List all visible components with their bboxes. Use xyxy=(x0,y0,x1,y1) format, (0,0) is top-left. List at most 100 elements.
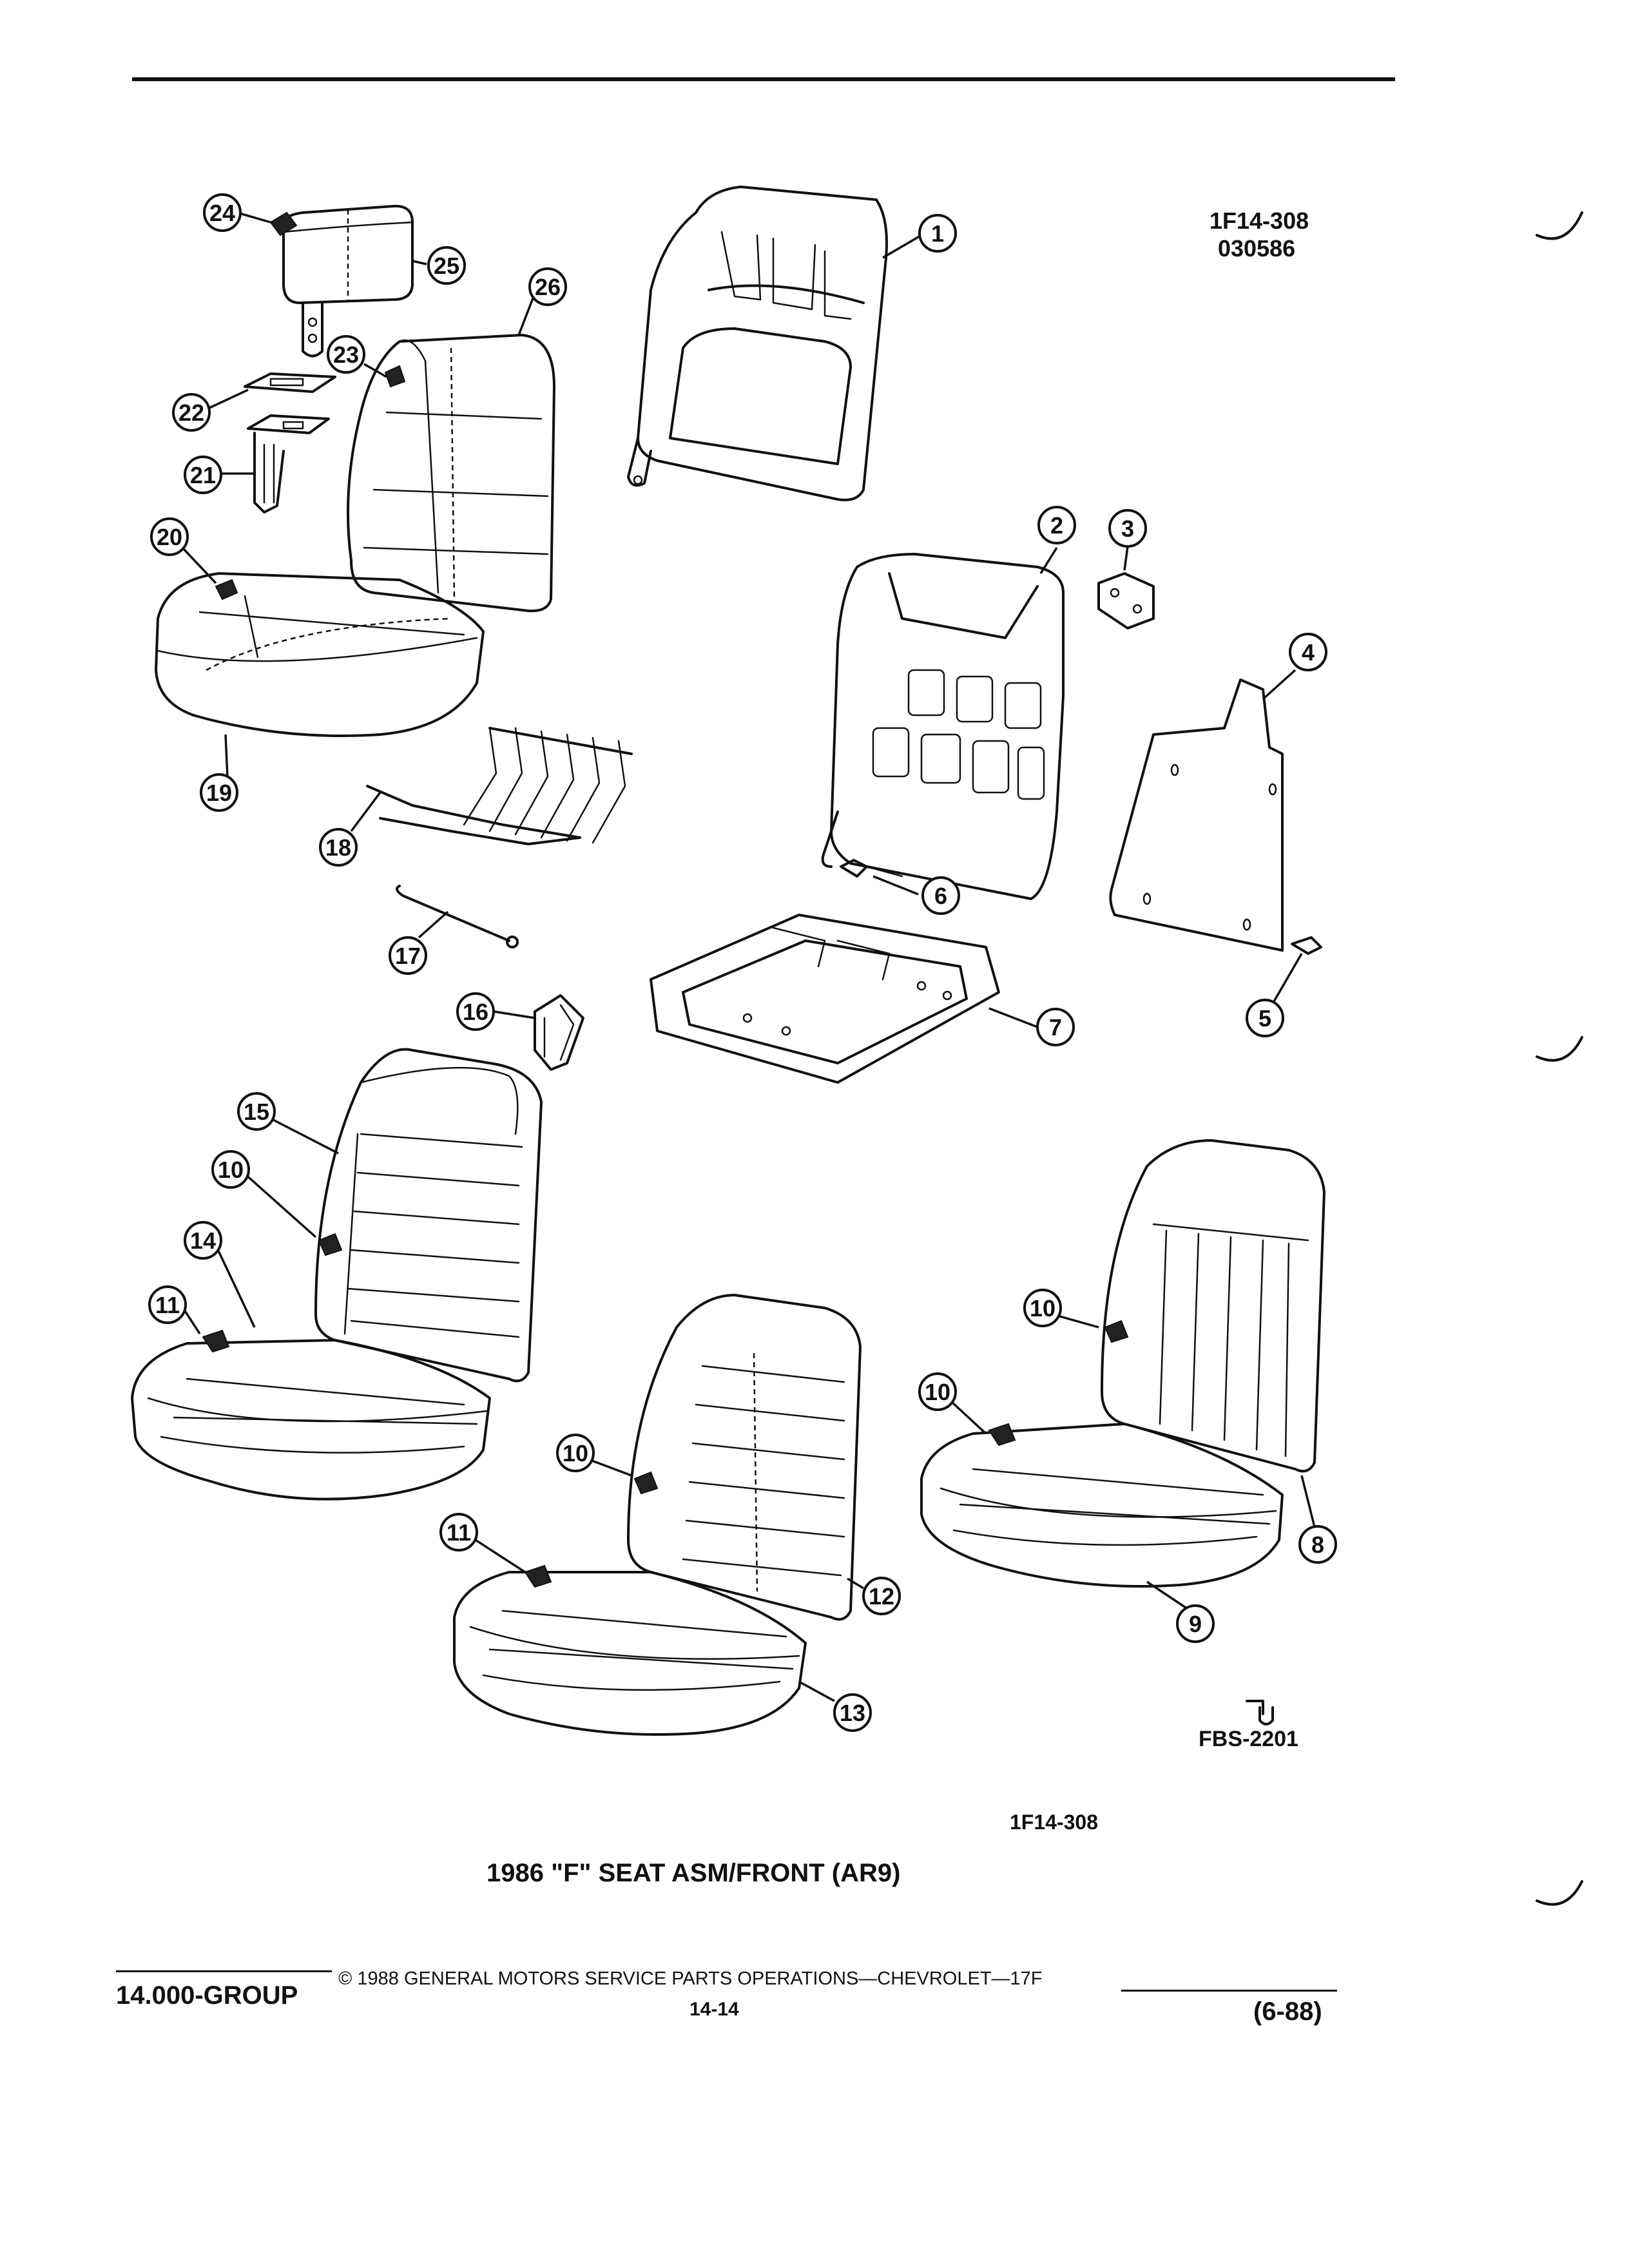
callout-8: 8 xyxy=(1298,1525,1337,1564)
footer-rule-right xyxy=(1121,1990,1337,1992)
callout-16: 16 xyxy=(456,992,495,1031)
leader-lines xyxy=(181,211,1316,1702)
callout-15: 15 xyxy=(237,1092,276,1131)
callout-19-label: 19 xyxy=(206,780,232,806)
part-17-rod xyxy=(396,885,519,948)
part-18-seat-spring xyxy=(366,727,633,845)
binding-marks xyxy=(1536,211,1583,1906)
footer-page-number: 14-14 xyxy=(689,1999,739,2020)
part-26-back-cushion xyxy=(347,334,555,613)
gm-logo-icon xyxy=(1246,1700,1274,1725)
callout-14: 14 xyxy=(184,1221,222,1260)
callout-5: 5 xyxy=(1246,999,1284,1037)
part-23-back-clip xyxy=(384,365,406,388)
part-22-guide-plate xyxy=(244,372,336,393)
callout-14-label: 14 xyxy=(190,1227,216,1254)
callout-10-b: 10 xyxy=(211,1150,250,1189)
footer-copyright: © 1988 GENERAL MOTORS SERVICE PARTS OPER… xyxy=(338,1968,1043,1989)
callout-10-a-label: 10 xyxy=(1030,1295,1055,1321)
seat-a-cushion-clip xyxy=(202,1329,230,1353)
callout-24: 24 xyxy=(203,193,242,232)
callout-11-b-label: 11 xyxy=(447,1519,471,1546)
callout-11-a-label: 11 xyxy=(155,1292,180,1318)
callout-3: 3 xyxy=(1108,509,1147,548)
seat-assembly-c xyxy=(920,1139,1325,1588)
callout-7: 7 xyxy=(1036,1008,1075,1046)
part-20-cushion-clip xyxy=(215,579,238,601)
callout-13: 13 xyxy=(833,1693,872,1732)
callout-11-b: 11 xyxy=(439,1513,478,1552)
callout-6-label: 6 xyxy=(934,883,947,909)
callout-23: 23 xyxy=(327,335,365,374)
callout-26-label: 26 xyxy=(535,274,561,300)
callout-1: 1 xyxy=(918,214,957,253)
callout-10-a: 10 xyxy=(1023,1289,1062,1327)
callout-9: 9 xyxy=(1176,1604,1215,1643)
seat-b-back-clip xyxy=(633,1471,659,1495)
part-5-screw xyxy=(1291,936,1322,955)
callout-21: 21 xyxy=(184,456,222,494)
callout-20: 20 xyxy=(150,517,189,556)
callout-22: 22 xyxy=(172,393,211,432)
callout-12-label: 12 xyxy=(869,1583,894,1610)
callout-13-label: 13 xyxy=(840,1700,865,1726)
part-19-seat-cushion xyxy=(155,572,485,737)
part-3-hinge-bracket xyxy=(1097,572,1155,629)
part-25-headrest xyxy=(281,204,414,358)
callout-4-label: 4 xyxy=(1302,639,1315,666)
callout-2-label: 2 xyxy=(1050,512,1063,539)
seat-c-cushion-clip xyxy=(988,1423,1016,1446)
callout-8-label: 8 xyxy=(1311,1532,1324,1558)
part-24-headrest-clip xyxy=(269,211,298,236)
callout-10-d: 10 xyxy=(918,1372,957,1411)
callout-21-label: 21 xyxy=(190,462,216,488)
callout-19: 19 xyxy=(200,773,238,812)
callout-7-label: 7 xyxy=(1049,1014,1062,1041)
callout-1-label: 1 xyxy=(931,220,944,247)
callout-4: 4 xyxy=(1289,633,1327,671)
part-7-seat-adjuster xyxy=(650,914,1000,1084)
seat-c-back-clip xyxy=(1104,1320,1129,1343)
callout-10-d-label: 10 xyxy=(925,1379,950,1405)
part-4-back-panel xyxy=(1109,678,1284,952)
callout-9-label: 9 xyxy=(1189,1611,1202,1637)
caption-ref: 1F14-308 xyxy=(1010,1811,1098,1834)
callout-18: 18 xyxy=(319,828,358,867)
callout-6: 6 xyxy=(921,876,960,915)
seat-b-cushion-clip xyxy=(524,1564,552,1588)
callout-24-label: 24 xyxy=(209,200,235,226)
part-1-seat-back-frame xyxy=(627,186,888,501)
callout-12: 12 xyxy=(862,1577,901,1615)
logo-code: FBS-2201 xyxy=(1199,1727,1298,1751)
part-21-headrest-guide xyxy=(247,414,330,514)
seat-a-back-clip xyxy=(318,1233,343,1256)
callout-10-c: 10 xyxy=(556,1434,595,1472)
callout-23-label: 23 xyxy=(333,341,359,368)
callout-25: 25 xyxy=(427,246,466,285)
footer-group: 14.000-GROUP xyxy=(116,1981,298,2010)
top-rule xyxy=(132,77,1395,81)
part-6-bolt xyxy=(840,859,903,878)
seat-assembly-a xyxy=(131,1048,543,1501)
callout-15-label: 15 xyxy=(244,1099,269,1125)
part-2-seat-back-shell xyxy=(821,553,1065,900)
callout-10-b-label: 10 xyxy=(218,1157,244,1183)
caption-title: 1986 "F" SEAT ASM/FRONT (AR9) xyxy=(487,1859,901,1887)
callout-2: 2 xyxy=(1037,506,1076,544)
footer-rule-left xyxy=(116,1970,332,1972)
callout-16-label: 16 xyxy=(463,999,488,1025)
callout-20-label: 20 xyxy=(157,524,182,550)
callout-18-label: 18 xyxy=(325,834,351,861)
callout-17: 17 xyxy=(389,936,427,975)
callout-26: 26 xyxy=(528,267,567,306)
callout-11-a: 11 xyxy=(148,1285,187,1324)
callout-17-label: 17 xyxy=(395,943,421,969)
part-16-bracket xyxy=(534,994,584,1071)
date-code: 030586 xyxy=(1218,235,1296,262)
callout-5-label: 5 xyxy=(1258,1005,1271,1032)
seat-assembly-b xyxy=(453,1294,862,1736)
diagram-ref-code: 1F14-308 xyxy=(1210,207,1309,234)
callout-25-label: 25 xyxy=(434,253,459,279)
callout-3-label: 3 xyxy=(1121,515,1134,542)
